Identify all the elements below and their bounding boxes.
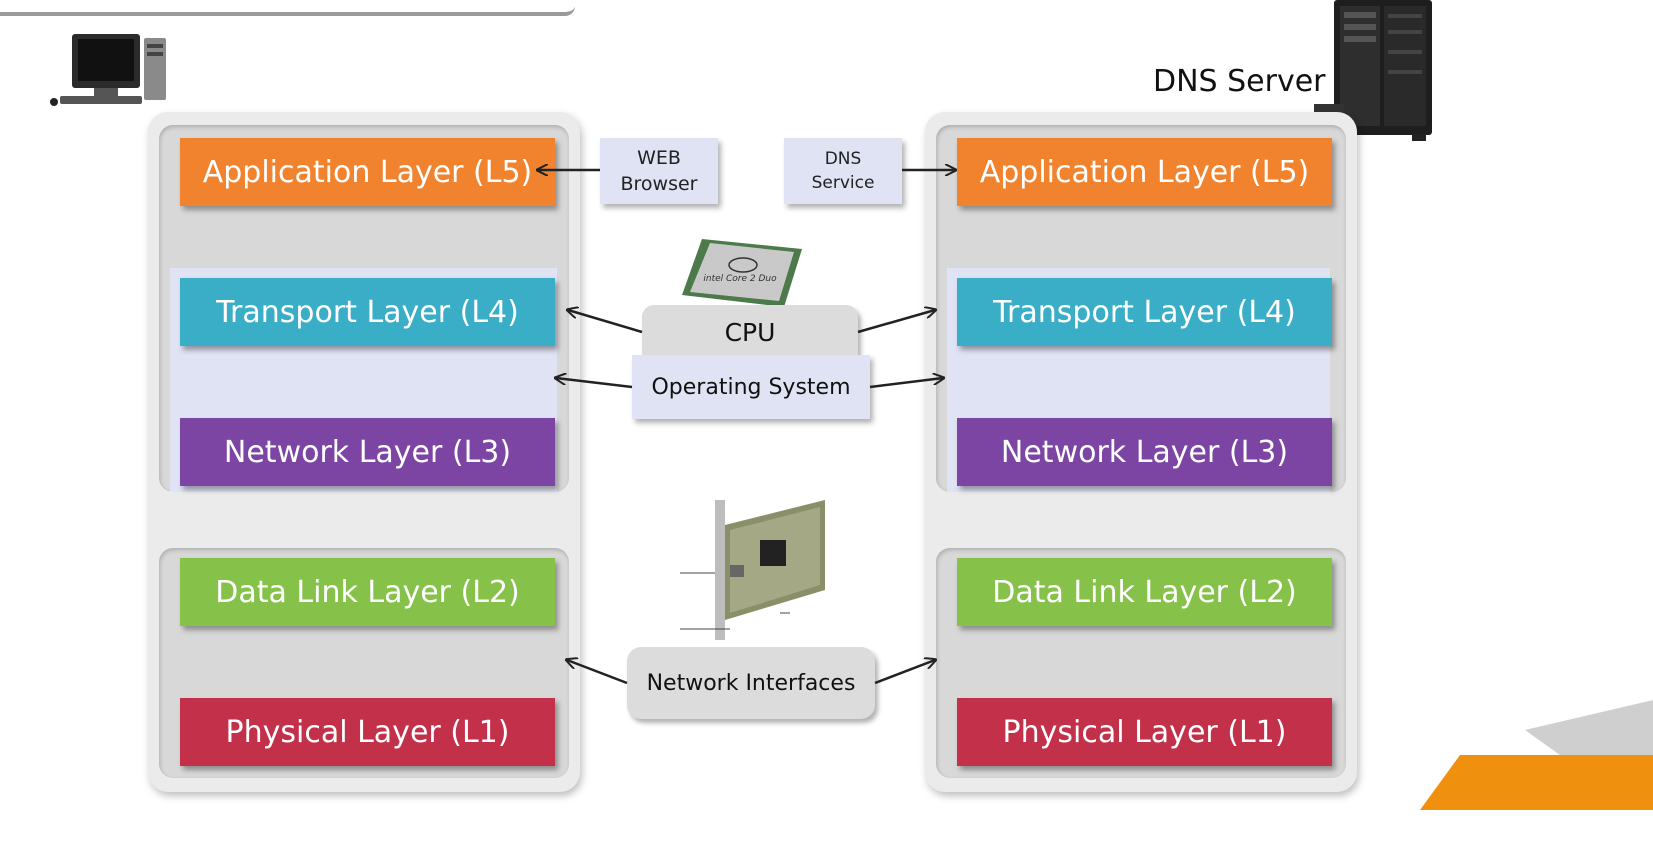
arrow-os-to-right — [869, 378, 943, 389]
dns-service-line2: Service — [811, 173, 875, 193]
left-data-link-layer: Data Link Layer (L2) — [180, 558, 555, 626]
left-application-layer: Application Layer (L5) — [180, 138, 555, 206]
desktop-computer-icon — [46, 30, 176, 110]
dns-service-box: DNS Service — [784, 138, 902, 204]
network-card-icon — [660, 495, 835, 645]
right-network-layer: Network Layer (L3) — [957, 418, 1332, 486]
right-transport-layer: Transport Layer (L4) — [957, 278, 1332, 346]
arrow-nic-to-left — [567, 660, 628, 685]
web-browser-line2: Browser — [620, 173, 698, 195]
right-data-link-layer: Data Link Layer (L2) — [957, 558, 1332, 626]
top-slide-bar — [0, 0, 575, 16]
arrow-nic-to-right — [874, 660, 935, 685]
arrow-cpu-to-right-transport — [857, 310, 935, 334]
cpu-chip-icon: intel Core 2 Duo — [680, 235, 805, 310]
arrow-os-to-left — [556, 378, 633, 389]
operating-system-box: Operating System — [632, 355, 870, 419]
dns-service-line1: DNS — [824, 149, 862, 169]
web-browser-box: WEB Browser — [600, 138, 718, 204]
left-physical-layer: Physical Layer (L1) — [180, 698, 555, 766]
right-physical-layer: Physical Layer (L1) — [957, 698, 1332, 766]
network-interfaces-box: Network Interfaces — [627, 647, 875, 719]
cpu-chip-text: intel Core 2 Duo — [703, 274, 777, 284]
left-transport-layer: Transport Layer (L4) — [180, 278, 555, 346]
left-network-layer: Network Layer (L3) — [180, 418, 555, 486]
right-application-layer: Application Layer (L5) — [957, 138, 1332, 206]
web-browser-line1: WEB — [637, 147, 681, 169]
dns-server-label: DNS Server — [1153, 64, 1326, 99]
cpu-box: CPU — [642, 305, 858, 359]
arrow-cpu-to-left-transport — [568, 310, 643, 334]
